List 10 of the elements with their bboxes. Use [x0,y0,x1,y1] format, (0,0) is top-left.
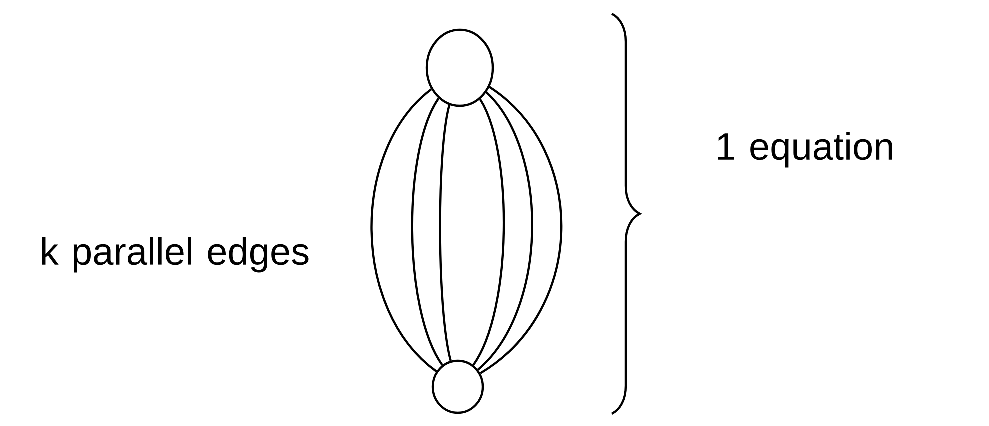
edge-arc [370,88,438,372]
handwritten-label: k parallel edges [42,237,309,273]
edge-arc [477,92,534,371]
edge-arc [480,86,563,374]
circle-node [426,28,494,108]
circle-node [432,360,484,414]
edge-arc [411,98,444,366]
edge-arc [472,98,506,366]
handwritten-label: 1 equation [718,132,892,168]
edge-arc [439,105,452,362]
